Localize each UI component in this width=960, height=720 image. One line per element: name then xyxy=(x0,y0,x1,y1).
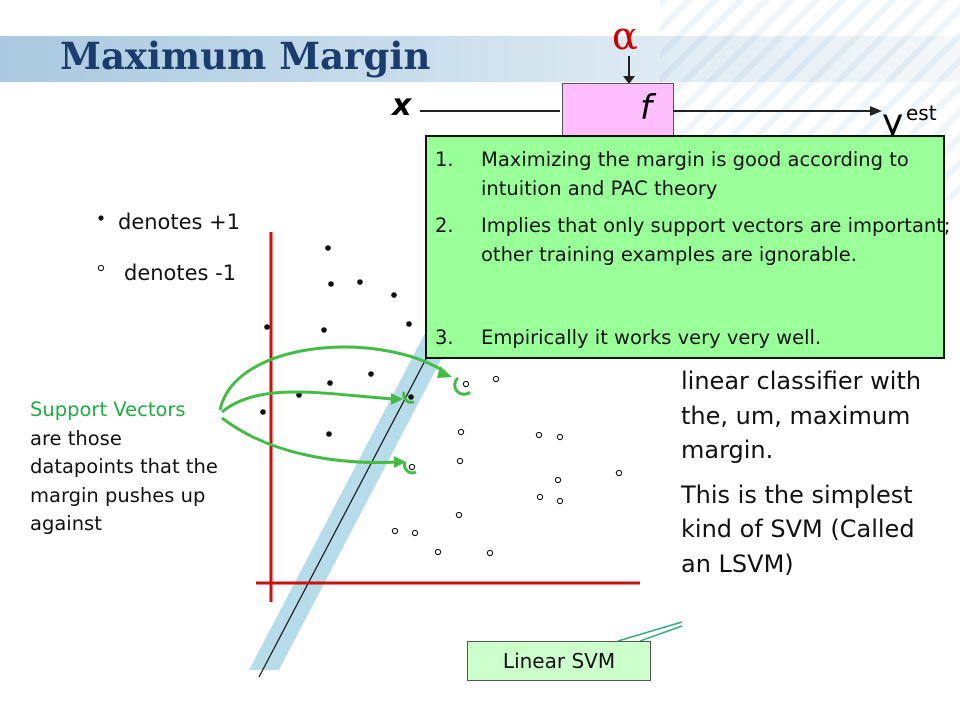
negative-point xyxy=(411,529,419,537)
negative-point xyxy=(456,457,464,465)
output-arrow-head xyxy=(870,106,882,116)
legend-plus-dot xyxy=(98,215,104,221)
output-subscript: est xyxy=(906,101,937,125)
note-number: 3. xyxy=(435,326,454,349)
negative-point xyxy=(492,375,500,383)
title-bar xyxy=(0,36,960,82)
positive-point xyxy=(260,409,266,415)
support-arrow-2-head xyxy=(391,393,403,405)
note-number: 1. xyxy=(435,148,454,171)
negative-point xyxy=(486,549,494,557)
linear-svm-callout: Linear SVM xyxy=(467,641,651,681)
negative-point xyxy=(434,548,442,556)
support-vector-positive xyxy=(408,394,414,400)
positive-point xyxy=(326,431,332,437)
description-line-1: linear classifier with the, um, maximum … xyxy=(681,367,922,464)
positive-point xyxy=(406,321,412,327)
input-x-label: x xyxy=(392,88,412,123)
negative-point xyxy=(615,469,623,477)
function-label: f xyxy=(640,88,652,128)
support-vectors-annotation: Support Vectors are those datapoints tha… xyxy=(30,396,220,539)
support-vector-ring xyxy=(403,461,417,475)
slide-title: Maximum Margin xyxy=(60,34,431,78)
note-text: Empirically it works very very well. xyxy=(481,326,822,349)
alpha-parameter: α xyxy=(612,14,638,58)
legend-positive-label: denotes +1 xyxy=(118,210,241,234)
positive-point xyxy=(368,371,374,377)
positive-point xyxy=(321,327,327,333)
negative-point xyxy=(554,476,562,484)
support-vector-ring xyxy=(402,391,415,404)
legend-minus-dot xyxy=(97,264,105,272)
support-arrow-3 xyxy=(221,416,399,464)
callout-pointer xyxy=(639,625,683,642)
positive-point xyxy=(391,292,397,298)
note-text: Implies that only support vectors are im… xyxy=(481,214,951,266)
positive-point xyxy=(264,324,270,330)
description-line-2: This is the simplest kind of SVM (Called… xyxy=(681,480,915,578)
description-text: linear classifier with the, um, maximum … xyxy=(681,364,951,581)
positive-point xyxy=(357,279,363,285)
support-arrow-2 xyxy=(221,390,396,414)
positive-point xyxy=(328,281,334,287)
callout-pointer xyxy=(617,621,683,642)
support-vector-ring xyxy=(453,376,471,396)
negative-point xyxy=(556,497,564,505)
output-y-label: y xyxy=(882,102,904,143)
support-vectors-heading: Support Vectors xyxy=(30,398,186,421)
support-vector-negative xyxy=(408,463,416,471)
negative-point xyxy=(391,527,399,535)
note-number: 2. xyxy=(435,214,454,237)
alpha-arrow xyxy=(623,56,635,84)
note-text: Maximizing the margin is good according … xyxy=(481,148,909,200)
positive-point xyxy=(327,380,333,386)
negative-point xyxy=(556,433,564,441)
legend-negative-label: denotes -1 xyxy=(124,261,237,285)
positive-point xyxy=(325,245,331,251)
negative-point xyxy=(535,431,543,439)
notes-box: 1. Maximizing the margin is good accordi… xyxy=(425,135,950,359)
negative-point xyxy=(536,493,544,501)
negative-point xyxy=(455,511,463,519)
negative-point xyxy=(457,428,465,436)
support-arrow-1-head xyxy=(437,366,452,378)
margin-band xyxy=(249,270,488,670)
support-arrow-1 xyxy=(218,345,446,411)
support-vector-negative xyxy=(462,380,470,388)
support-vectors-body: are those datapoints that the margin pus… xyxy=(30,426,218,536)
support-arrow-3-head xyxy=(394,456,406,468)
